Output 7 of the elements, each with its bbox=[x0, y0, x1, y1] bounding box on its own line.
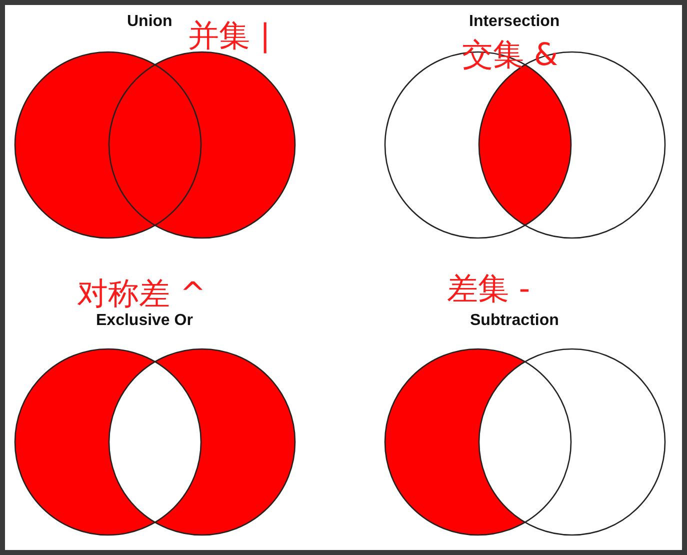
venn-title: Exclusive Or bbox=[96, 312, 193, 330]
operator-caption: 差集 - bbox=[447, 270, 530, 309]
venn-title: Intersection bbox=[469, 13, 560, 31]
venn-title: Union bbox=[127, 13, 172, 31]
operator-caption: 并集 | bbox=[188, 17, 270, 56]
operator-caption: 对称差 ^ bbox=[77, 275, 206, 313]
venn-title: Subtraction bbox=[470, 312, 559, 330]
